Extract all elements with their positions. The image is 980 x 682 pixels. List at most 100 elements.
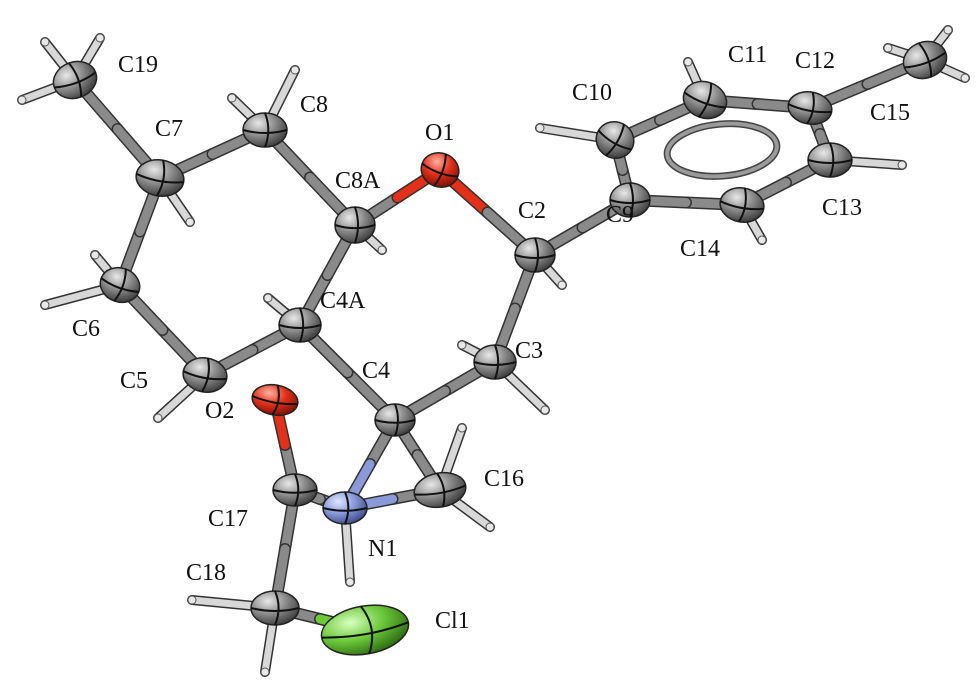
atom-c9 (609, 182, 651, 218)
atom-label-n1: N1 (368, 536, 397, 562)
hydrogen-atom (457, 340, 467, 350)
principal-axes (414, 472, 466, 507)
atom-label-c4a: C4A (320, 288, 366, 314)
principal-axes (374, 403, 416, 437)
principal-axes (597, 124, 632, 157)
principal-axes (272, 473, 318, 507)
atom-label-c4: C4 (362, 358, 390, 384)
principal-axes (54, 62, 97, 97)
atom-ellipsoid (807, 142, 853, 178)
principal-axes (100, 269, 139, 302)
atom-label-c5: C5 (120, 368, 148, 394)
hydrogen-atom (95, 33, 105, 43)
atom-c8 (242, 112, 288, 148)
hydrogen-atom (290, 65, 300, 75)
principal-axes (334, 206, 376, 244)
atom-ellipsoid (473, 344, 517, 380)
hydrogen-atom (17, 95, 27, 105)
atom-c14 (719, 187, 765, 223)
atom-label-c17: C17 (208, 506, 248, 532)
atom-c17 (272, 473, 318, 507)
hydrogen-atom (153, 413, 163, 423)
atom-c16 (413, 471, 467, 509)
atom-label-c10: C10 (572, 80, 612, 106)
atom-ellipsoid (272, 473, 318, 507)
atom-label-c11: C11 (728, 42, 767, 68)
atom-label-c13: C13 (822, 195, 862, 221)
principal-axes (719, 188, 764, 223)
atom-label-c15: C15 (870, 100, 910, 126)
principal-axes (683, 83, 726, 118)
atom-ellipsoid (682, 80, 728, 120)
atom-label-c7: C7 (155, 116, 183, 142)
atom-label-c19: C19 (118, 52, 158, 78)
principal-axes (473, 344, 517, 380)
atom-c8a (334, 206, 376, 244)
atom-c3 (473, 344, 517, 380)
atom-c18 (250, 590, 300, 626)
hydrogen-atom (485, 522, 495, 532)
atom-c13 (807, 142, 853, 178)
principal-axes (182, 358, 227, 393)
principal-axes (609, 182, 651, 218)
atom-label-c3: C3 (515, 338, 543, 364)
principal-axes (242, 112, 288, 148)
atom-c12 (787, 91, 833, 125)
atom-ellipsoid (374, 403, 416, 437)
atom-ellipsoid (320, 604, 410, 656)
hydrogen-atom (90, 250, 100, 260)
atom-label-c12: C12 (795, 48, 835, 74)
atom-c4a (278, 307, 322, 343)
atom-label-c8a: C8A (335, 168, 381, 194)
atom-o2 (251, 383, 299, 417)
atom-ellipsoid (322, 491, 368, 525)
atom-label-c6: C6 (72, 316, 100, 342)
hydrogen-atom (187, 595, 197, 605)
principal-axes (251, 384, 298, 416)
atom-label-o1: O1 (425, 120, 454, 146)
principal-axes (421, 153, 458, 187)
hydrogen-atom (960, 73, 970, 83)
atom-c19 (52, 60, 98, 100)
atom-label-cl1: Cl1 (435, 608, 470, 634)
hydrogen-atom (683, 57, 693, 67)
atom-label-c8: C8 (300, 92, 328, 118)
atom-label-c14: C14 (680, 236, 720, 262)
atom-ellipsoid (595, 120, 635, 160)
atom-ellipsoid (278, 307, 322, 343)
hydrogen-atom (557, 280, 567, 290)
principal-axes (278, 307, 322, 343)
principal-axes (787, 92, 832, 125)
atom-ellipsoid (334, 206, 376, 244)
hydrogen-atom (883, 43, 893, 53)
hydrogen-atom (185, 217, 195, 227)
principal-axes (514, 237, 556, 273)
atom-o1 (420, 152, 460, 188)
atom-label-o2: O2 (205, 398, 234, 424)
principal-axes (250, 590, 300, 626)
principal-axes (322, 491, 368, 525)
hydrogen-atom (535, 123, 545, 133)
atom-c15 (902, 40, 948, 80)
hydrogen-atom (757, 235, 767, 245)
atom-ellipsoid (514, 237, 556, 273)
principal-axes (321, 605, 409, 654)
atom-ellipsoid (251, 383, 299, 417)
atom-ellipsoid (242, 112, 288, 148)
principal-axes (807, 142, 853, 178)
atom-c6 (99, 266, 141, 304)
hydrogen-atom (377, 245, 387, 255)
principal-axes (135, 160, 184, 197)
hydrogen-atom (40, 37, 50, 47)
atom-label-c16: C16 (484, 466, 524, 492)
hydrogen-atom (260, 667, 270, 677)
hydrogen-atom (943, 25, 953, 35)
hydrogen-atom (457, 423, 467, 433)
atom-label-c18: C18 (186, 560, 226, 586)
atom-cl1 (320, 604, 410, 656)
atom-c10 (595, 120, 635, 160)
hydrogen-atom (227, 93, 237, 103)
atom-ellipsoid (787, 91, 833, 125)
principal-axes (904, 42, 947, 77)
